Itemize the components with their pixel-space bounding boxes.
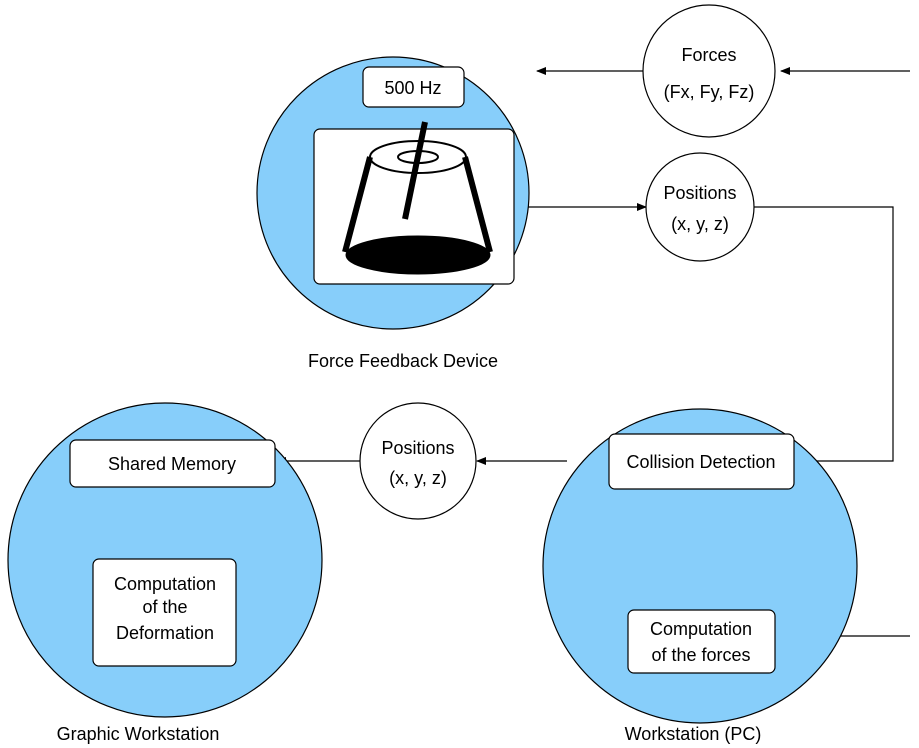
rate-label: 500 Hz: [384, 78, 441, 98]
forces-bubble-title: Forces: [681, 45, 736, 65]
positions-top-circle: [645, 152, 755, 262]
positions-mid-vector: (x, y, z): [389, 468, 447, 488]
positions-top-title: Positions: [663, 183, 736, 203]
device-caption: Force Feedback Device: [308, 351, 498, 371]
deformation-line-3: Deformation: [116, 623, 214, 643]
forces-bubble-vector: (Fx, Fy, Fz): [664, 82, 755, 102]
deformation-box: [92, 558, 237, 667]
deformation-line-1: Computation: [114, 574, 216, 594]
haptic-device-icon: [342, 121, 493, 275]
rate-box: [362, 66, 465, 108]
collision-detection-label: Collision Detection: [626, 452, 775, 472]
workstation-pc-caption: Workstation (PC): [625, 724, 762, 744]
collision-detection-box: [608, 433, 795, 490]
shared-memory-label: Shared Memory: [108, 454, 236, 474]
graphic-workstation-node: Shared Memory Computation of the Deforma…: [7, 402, 323, 744]
positions-mid-circle: [359, 402, 477, 520]
forces-computation-line-1: Computation: [650, 619, 752, 639]
positions-mid-title: Positions: [381, 438, 454, 458]
positions-bubble-top: Positions (x, y, z): [645, 152, 755, 262]
forces-computation-line-2: of the forces: [651, 645, 750, 665]
shared-memory-box: [69, 439, 276, 488]
graphic-workstation-caption: Graphic Workstation: [57, 724, 220, 744]
forces-bubble: Forces (Fx, Fy, Fz): [642, 4, 776, 138]
force-feedback-device-node: 500 Hz Force Feedback Device: [256, 56, 530, 371]
deformation-line-2: of the: [142, 597, 187, 617]
workstation-pc-node: Collision Detection Computation of the f…: [542, 408, 858, 744]
arrow-positions-to-collision: [754, 206, 894, 465]
positions-bubble-mid: Positions (x, y, z): [359, 402, 477, 520]
positions-top-vector: (x, y, z): [671, 214, 729, 234]
forces-bubble-circle: [642, 4, 776, 138]
forces-computation-box: [627, 609, 776, 674]
